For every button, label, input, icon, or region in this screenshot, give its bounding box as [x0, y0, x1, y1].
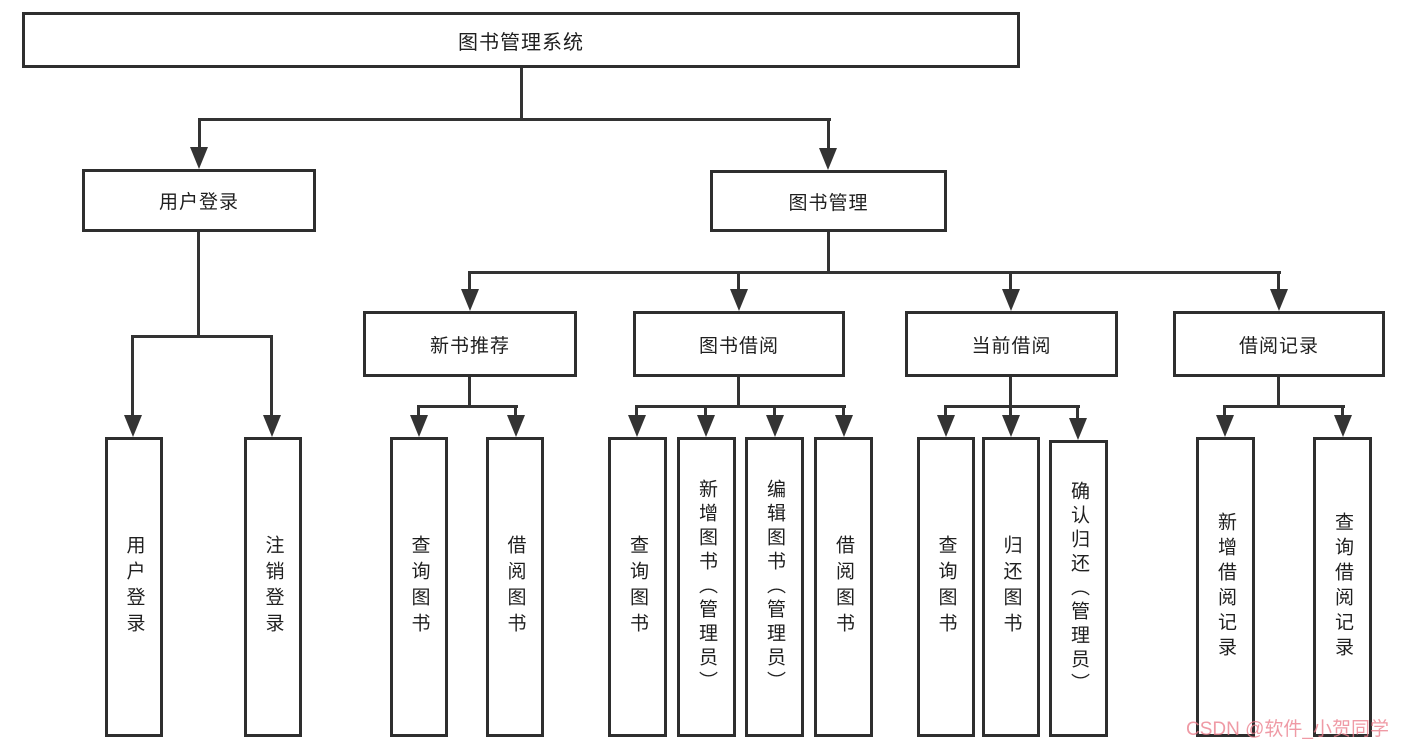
arrow-down-icon — [124, 415, 142, 437]
node-logout-leaf: 注销登录 — [244, 437, 302, 737]
connector-stem — [1277, 271, 1280, 297]
node-borrow-books-leaf: 借阅图书 — [814, 437, 873, 737]
connector-stem — [842, 405, 845, 419]
node-edit-book-admin: 编辑图书（管理员） — [745, 437, 804, 737]
connector-stem — [827, 118, 830, 152]
node-add-borrow-record: 新增借阅记录 — [1196, 437, 1255, 737]
arrow-down-icon — [1002, 415, 1020, 437]
connector-trunk — [1009, 377, 1012, 408]
connector-stem — [1341, 405, 1344, 419]
node-current-borrow: 当前借阅 — [905, 311, 1118, 377]
arrow-down-icon — [819, 148, 837, 170]
connector-stem — [131, 335, 134, 419]
connector-stem — [773, 405, 776, 419]
connector-trunk — [737, 377, 740, 408]
arrow-down-icon — [507, 415, 525, 437]
node-add-book-admin: 新增图书（管理员） — [677, 437, 736, 737]
connector-trunk — [468, 377, 471, 408]
connector-stem — [1076, 405, 1079, 421]
connector-stem — [944, 405, 947, 419]
connector-root-trunk — [520, 68, 523, 121]
connector-stem — [635, 405, 638, 419]
arrow-down-icon — [1002, 289, 1020, 311]
connector-stem — [417, 405, 420, 419]
arrow-down-icon — [937, 415, 955, 437]
node-confirm-return-admin: 确认归还（管理员） — [1049, 440, 1108, 737]
arrow-down-icon — [1334, 415, 1352, 437]
arrow-down-icon — [410, 415, 428, 437]
node-query-borrow-record: 查询借阅记录 — [1313, 437, 1372, 737]
node-user-login: 用户登录 — [82, 169, 316, 232]
arrow-down-icon — [461, 289, 479, 311]
arrow-down-icon — [1216, 415, 1234, 437]
arrow-down-icon — [835, 415, 853, 437]
node-book-mgmt: 图书管理 — [710, 170, 947, 232]
arrow-down-icon — [730, 289, 748, 311]
connector-user-login-rail — [131, 335, 273, 338]
connector-rail — [635, 405, 846, 408]
connector-stem — [198, 118, 201, 151]
connector-stem — [737, 271, 740, 297]
node-root: 图书管理系统 — [22, 12, 1020, 68]
node-return-books: 归还图书 — [982, 437, 1040, 737]
connector-stem — [1009, 405, 1012, 419]
connector-rail — [417, 405, 518, 408]
connector-trunk — [1277, 377, 1280, 408]
arrow-down-icon — [263, 415, 281, 437]
connector-level3-rail — [468, 271, 1281, 274]
node-borrow-books-recommend: 借阅图书 — [486, 437, 544, 737]
arrow-down-icon — [628, 415, 646, 437]
connector-stem — [1009, 271, 1012, 297]
arrow-down-icon — [697, 415, 715, 437]
node-new-book-recommend: 新书推荐 — [363, 311, 577, 377]
arrow-down-icon — [1069, 418, 1087, 440]
node-book-borrow: 图书借阅 — [633, 311, 845, 377]
arrow-down-icon — [766, 415, 784, 437]
node-user-login-leaf: 用户登录 — [105, 437, 163, 737]
arrow-down-icon — [190, 147, 208, 169]
connector-user-login-trunk — [197, 232, 200, 338]
connector-level2-rail — [198, 118, 831, 121]
connector-rail — [1223, 405, 1345, 408]
node-query-books-current: 查询图书 — [917, 437, 975, 737]
node-query-books-borrow: 查询图书 — [608, 437, 667, 737]
node-borrow-records: 借阅记录 — [1173, 311, 1385, 377]
connector-stem — [468, 271, 471, 297]
connector-stem — [270, 335, 273, 419]
connector-stem — [704, 405, 707, 419]
connector-rail — [944, 405, 1080, 408]
arrow-down-icon — [1270, 289, 1288, 311]
watermark-text: CSDN @软件_小贺同学 — [1186, 719, 1389, 740]
connector-stem — [514, 405, 517, 419]
connector-stem — [1223, 405, 1226, 419]
connector-book-mgmt-trunk — [827, 232, 830, 274]
node-query-books-recommend: 查询图书 — [390, 437, 448, 737]
